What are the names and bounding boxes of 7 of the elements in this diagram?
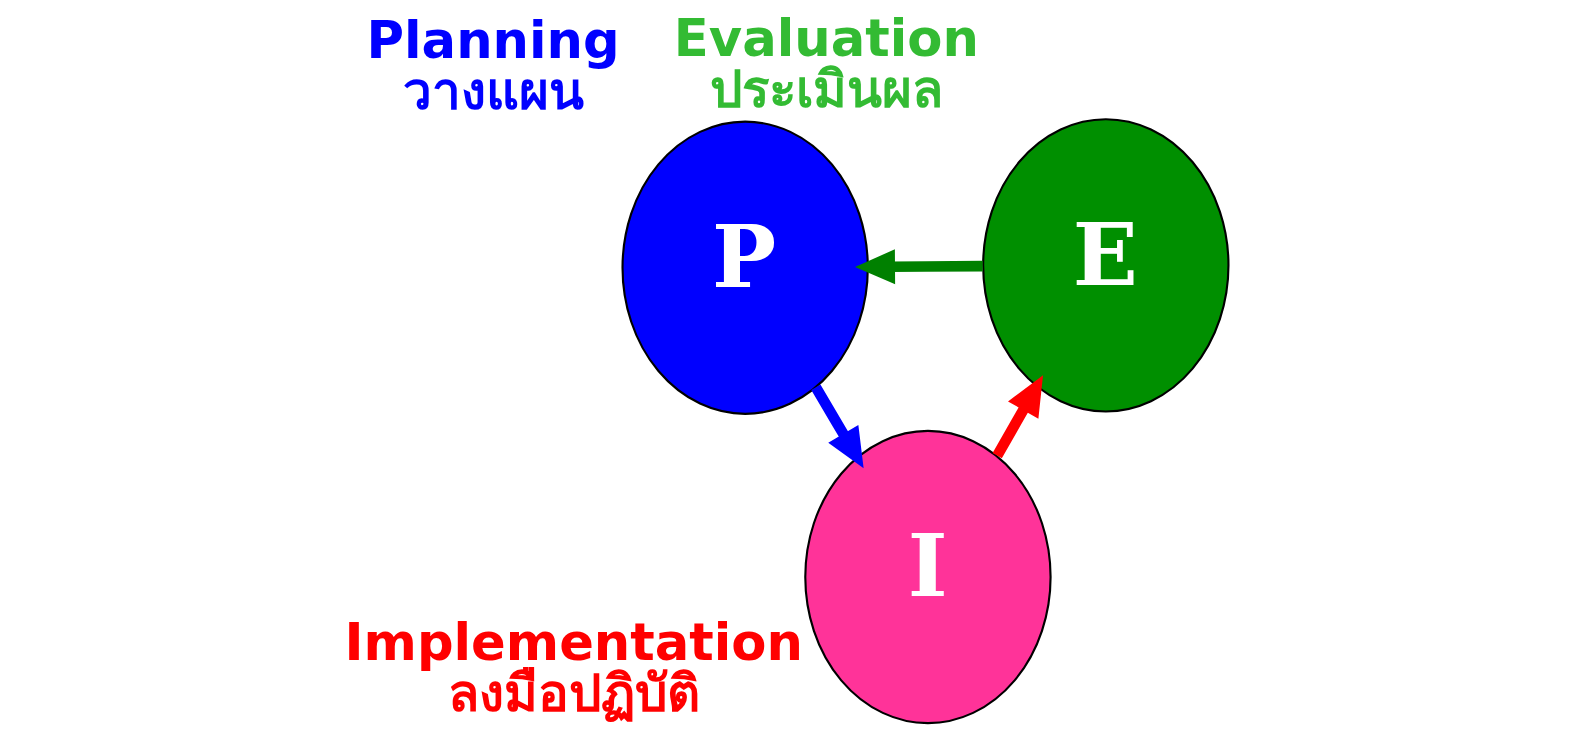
arrow	[992, 375, 1043, 459]
node-ellipse: P	[620, 120, 869, 415]
node-label: ประเมินผล	[709, 58, 943, 119]
arrow	[810, 384, 864, 469]
arrow	[854, 249, 983, 285]
node-ellipse: E	[981, 118, 1230, 413]
node-ellipse: I	[803, 429, 1052, 725]
